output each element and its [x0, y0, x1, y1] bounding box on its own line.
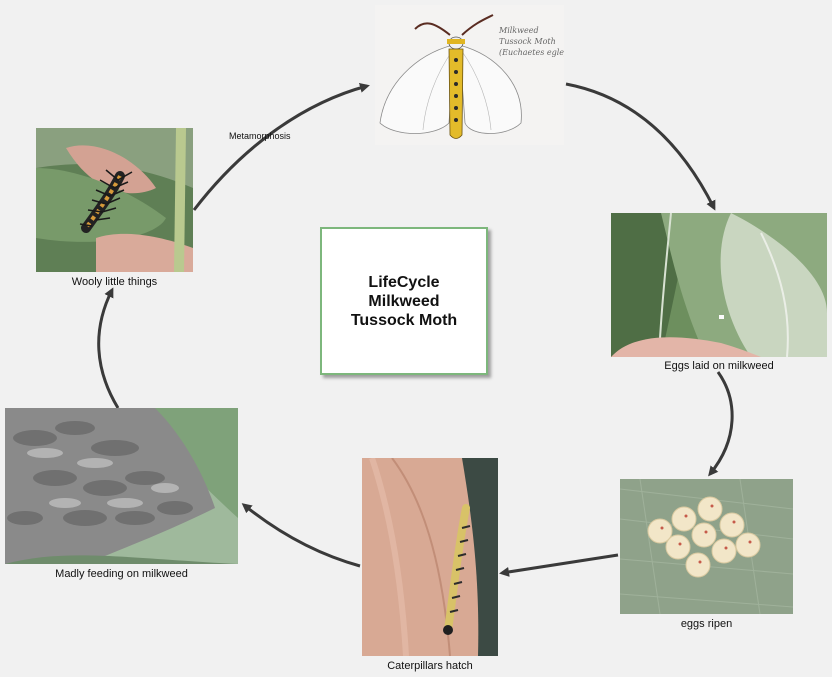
title-line-3: Tussock Moth: [351, 311, 457, 330]
arrow-eggs-to-ripen: [710, 372, 732, 474]
title-line-1: LifeCycle: [368, 273, 439, 292]
feeding-photo: [5, 408, 238, 564]
arrow-label-metamorphosis: Metamorphosis: [229, 131, 291, 141]
caption-feeding: Madly feeding on milkweed: [5, 568, 238, 581]
caption-eggs-ripen: eggs ripen: [620, 618, 793, 631]
title-box: LifeCycle Milkweed Tussock Moth: [320, 227, 488, 375]
wooly-photo: [36, 128, 193, 272]
caption-wooly: Wooly little things: [36, 276, 193, 289]
arrow-hatch-to-feeding: [244, 505, 360, 566]
arrow-ripen-to-hatch: [502, 555, 618, 573]
title-line-2: Milkweed: [368, 292, 439, 311]
arrow-moth-to-eggs: [566, 84, 714, 208]
eggs-laid-photo: [611, 213, 827, 357]
hatch-photo: [362, 458, 498, 656]
eggs-ripen-photo: [620, 479, 793, 614]
arrow-wooly-to-moth: [194, 86, 367, 210]
arrow-feeding-to-wooly: [99, 290, 118, 408]
caption-eggs-laid: Eggs laid on milkweed: [611, 360, 827, 373]
caption-hatch: Caterpillars hatch: [362, 660, 498, 673]
